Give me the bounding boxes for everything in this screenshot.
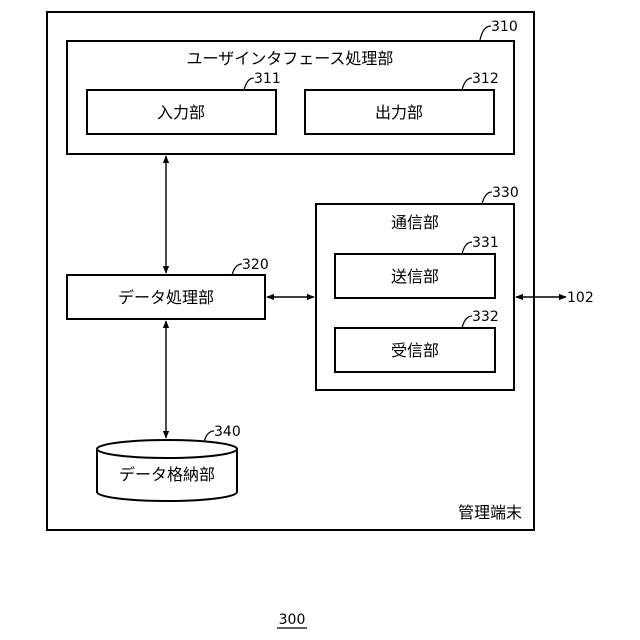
receiver-label: 受信部	[391, 341, 439, 360]
ui-processing-label: ユーザインタフェース処理部	[187, 49, 394, 68]
ref-311-label: 311	[254, 71, 281, 87]
ref-320-label: 320	[242, 257, 269, 273]
ref-310-label: 310	[491, 19, 518, 35]
input-unit: 入力部	[87, 90, 276, 134]
ref-331-label: 331	[472, 235, 499, 251]
ref-312-label: 312	[472, 71, 499, 87]
management-terminal-label: 管理端末	[458, 503, 522, 522]
communication-label: 通信部	[391, 213, 439, 232]
ref-340-label: 340	[214, 424, 241, 440]
figure-number: 300	[277, 612, 307, 628]
transmitter-label: 送信部	[391, 267, 439, 286]
transmitter-unit: 送信部	[335, 254, 495, 298]
receiver-unit: 受信部	[335, 328, 495, 372]
ref-330-label: 330	[492, 185, 519, 201]
figure-number-label: 300	[279, 612, 306, 628]
ref-332-label: 332	[472, 309, 499, 325]
data-storage-label: データ格納部	[119, 465, 215, 484]
output-unit: 出力部	[305, 90, 494, 134]
data-processing-unit: データ処理部	[67, 275, 265, 319]
data-storage-unit: データ格納部	[97, 440, 237, 501]
data-processing-label: データ処理部	[118, 288, 214, 307]
input-unit-label: 入力部	[157, 103, 205, 122]
output-unit-label: 出力部	[375, 103, 423, 122]
ref-102-label: 102	[567, 290, 594, 306]
